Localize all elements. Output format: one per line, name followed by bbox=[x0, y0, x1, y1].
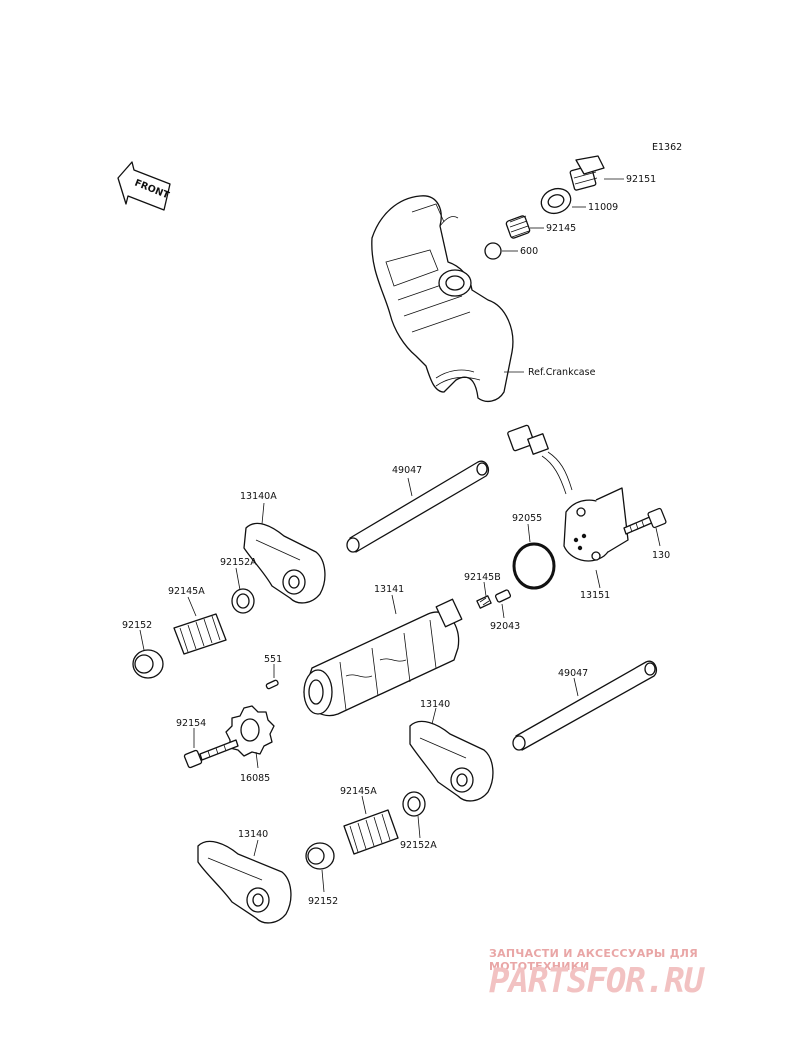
label-49047-top: 49047 bbox=[392, 465, 422, 476]
label-92152A-bottom: 92152A bbox=[400, 840, 437, 851]
label-13141: 13141 bbox=[374, 584, 404, 595]
fork-shaft-49047-top bbox=[346, 460, 490, 553]
label-92055: 92055 bbox=[512, 513, 542, 524]
label-11009: 11009 bbox=[588, 202, 618, 213]
pin-551 bbox=[265, 679, 279, 690]
watermark-tagline: ЗАПЧАСТИ И АКСЕССУАРЫ ДЛЯ МОТОТЕХНИКИ bbox=[489, 947, 699, 973]
spring-92145A-top bbox=[173, 613, 227, 655]
washer-11009 bbox=[540, 187, 572, 215]
label-600: 600 bbox=[520, 246, 538, 257]
crankcase-section bbox=[371, 195, 524, 403]
bolt-92154 bbox=[183, 739, 239, 769]
label-92043: 92043 bbox=[490, 621, 520, 632]
collar-92152-left bbox=[132, 649, 164, 679]
label-92152-left: 92152 bbox=[122, 620, 152, 631]
shift-drum-13141 bbox=[303, 598, 463, 717]
label-92145: 92145 bbox=[546, 223, 576, 234]
label-92145B: 92145B bbox=[464, 572, 501, 583]
plug-bolt-92151 bbox=[569, 155, 605, 191]
label-49047-bottom: 49047 bbox=[558, 668, 588, 679]
shift-fork-13140-mid bbox=[409, 720, 494, 802]
spring-92145B bbox=[476, 595, 492, 609]
bolt-130 bbox=[623, 507, 667, 535]
o-ring-92055 bbox=[512, 542, 556, 590]
fork-shaft-49047-bottom bbox=[512, 660, 658, 751]
label-16085: 16085 bbox=[240, 773, 270, 784]
label-92151: 92151 bbox=[626, 174, 656, 185]
steel-ball-600 bbox=[484, 242, 502, 260]
label-551: 551 bbox=[264, 654, 282, 665]
label-130: 130 bbox=[652, 550, 670, 561]
ref-crankcase-label: Ref.Crankcase bbox=[528, 367, 596, 378]
shift-fork-13140A bbox=[243, 522, 326, 604]
front-arrow-icon: FRONT bbox=[117, 161, 171, 211]
label-92152-bottom: 92152 bbox=[308, 896, 338, 907]
collar-92152A-bottom bbox=[402, 791, 426, 817]
pin-92043 bbox=[494, 589, 512, 603]
diagram-code: E1362 bbox=[652, 142, 682, 153]
collar-92152-bottom bbox=[305, 842, 335, 870]
gear-16085 bbox=[225, 705, 275, 757]
label-13151: 13151 bbox=[580, 590, 610, 601]
collar-92152A-top bbox=[231, 588, 255, 614]
spring-92145A-bottom bbox=[343, 809, 399, 855]
shift-fork-13140-bottom bbox=[197, 840, 292, 924]
label-13140-mid: 13140 bbox=[420, 699, 450, 710]
label-13140A: 13140A bbox=[240, 491, 277, 502]
watermark-logo: PARTSFOR.RU bbox=[489, 961, 704, 1001]
label-92152A-top: 92152A bbox=[220, 557, 257, 568]
label-92154: 92154 bbox=[176, 718, 206, 729]
spring-92145 bbox=[505, 215, 531, 239]
label-92145A-bottom: 92145A bbox=[340, 786, 377, 797]
label-92145A-top: 92145A bbox=[168, 586, 205, 597]
neutral-switch-13151 bbox=[507, 424, 629, 562]
label-13140-bottom: 13140 bbox=[238, 829, 268, 840]
